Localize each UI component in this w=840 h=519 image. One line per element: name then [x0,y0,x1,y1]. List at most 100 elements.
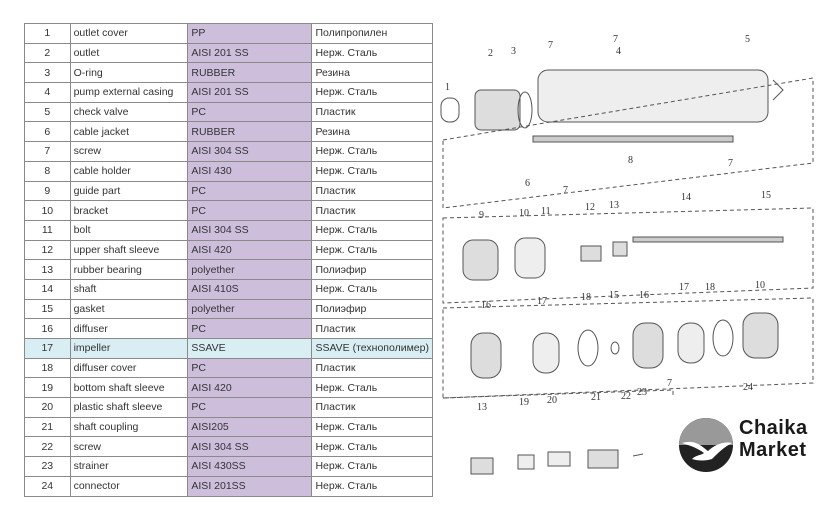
part-material: AISI 304 SS [187,219,313,241]
part-number: 21 [24,416,71,438]
diagram-part-label: 6 [525,178,530,189]
part-material: PC [187,318,313,339]
diagram-part-label: 18 [705,282,715,293]
logo-line-2: Market [739,439,807,461]
diagram-part-label: 7 [563,185,568,196]
diagram-part-label: 7 [667,378,672,389]
part-material: AISI 304 SS [187,141,313,162]
part-material-ru: Нерж. Сталь [311,456,433,477]
diagram-part-label: 13 [477,402,487,413]
part-number: 8 [24,160,71,182]
part-number: 24 [24,475,71,497]
part-material: RUBBER [187,121,313,143]
part-number: 13 [24,259,71,280]
part-material: AISI205 [187,416,313,438]
part-material: PC [187,180,313,202]
diagram-part-label: 23 [637,387,647,398]
diagram-part-label: 15 [609,290,619,301]
part-number: 3 [24,62,71,84]
part-name: bottom shaft sleeve [69,377,189,399]
part-name: outlet [69,42,189,64]
part-material-ru: Пластик [311,357,433,379]
part-name: gasket [69,298,189,320]
part-number: 14 [24,278,71,300]
diagram-part-label: 5 [745,34,750,45]
part-name: plastic shaft sleeve [69,397,189,418]
part-number: 22 [24,436,71,458]
part-material-ru: Пластик [311,200,433,221]
part-name: shaft coupling [69,416,189,438]
seagull-logo-icon [679,418,733,472]
part-material: AISI 430 [187,160,313,182]
diagram-part-label: 17 [537,296,547,307]
part-name: cable holder [69,160,189,182]
part-number: 7 [24,141,71,162]
part-material: PC [187,357,313,379]
diagram-part-label: 2 [488,48,493,59]
part-number: 17 [24,338,71,359]
part-material: PC [187,101,313,123]
diagram-part-label: 16 [639,290,649,301]
part-name: diffuser [69,318,189,339]
part-material: AISI 201SS [187,475,313,497]
part-material-ru: Нерж. Сталь [311,82,433,103]
part-material-ru: Нерж. Сталь [311,278,433,300]
part-material-ru: Резина [311,62,433,84]
part-number: 9 [24,180,71,202]
diagram-part-label: 1 [445,82,450,93]
part-name: bracket [69,200,189,221]
part-number: 4 [24,82,71,103]
part-name: check valve [69,101,189,123]
part-material-ru: Пластик [311,180,433,202]
part-name: outlet cover [69,23,189,44]
part-number: 2 [24,42,71,64]
part-material: polyether [187,298,313,320]
part-material-ru: Пластик [311,318,433,339]
part-number: 20 [24,397,71,418]
part-material-ru: Нерж. Сталь [311,42,433,64]
part-material: AISI 420 [187,377,313,399]
part-name: guide part [69,180,189,202]
diagram-part-label: 14 [681,192,691,203]
diagram-part-label: 19 [519,397,529,408]
part-material: AISI 201 SS [187,82,313,103]
part-material-ru: Нерж. Сталь [311,219,433,241]
diagram-part-label: 11 [541,206,551,217]
part-material-ru: Нерж. Сталь [311,377,433,399]
part-name: rubber bearing [69,259,189,280]
part-material: AISI 410S [187,278,313,300]
part-name: upper shaft sleeve [69,239,189,261]
diagram-part-label: 13 [609,200,619,211]
part-material: PC [187,397,313,418]
part-number: 6 [24,121,71,143]
diagram-part-label: 21 [591,392,601,403]
part-name: screw [69,141,189,162]
part-material: AISI 430SS [187,456,313,477]
part-name: connector [69,475,189,497]
diagram-part-label: 24 [743,382,753,393]
part-name: screw [69,436,189,458]
part-name: impeller [69,338,189,359]
part-number: 12 [24,239,71,261]
diagram-part-label: 7 [548,40,553,51]
diagram-part-label: 4 [616,46,621,57]
part-name: O-ring [69,62,189,84]
part-material-ru: Резина [311,121,433,143]
part-material: polyether [187,259,313,280]
